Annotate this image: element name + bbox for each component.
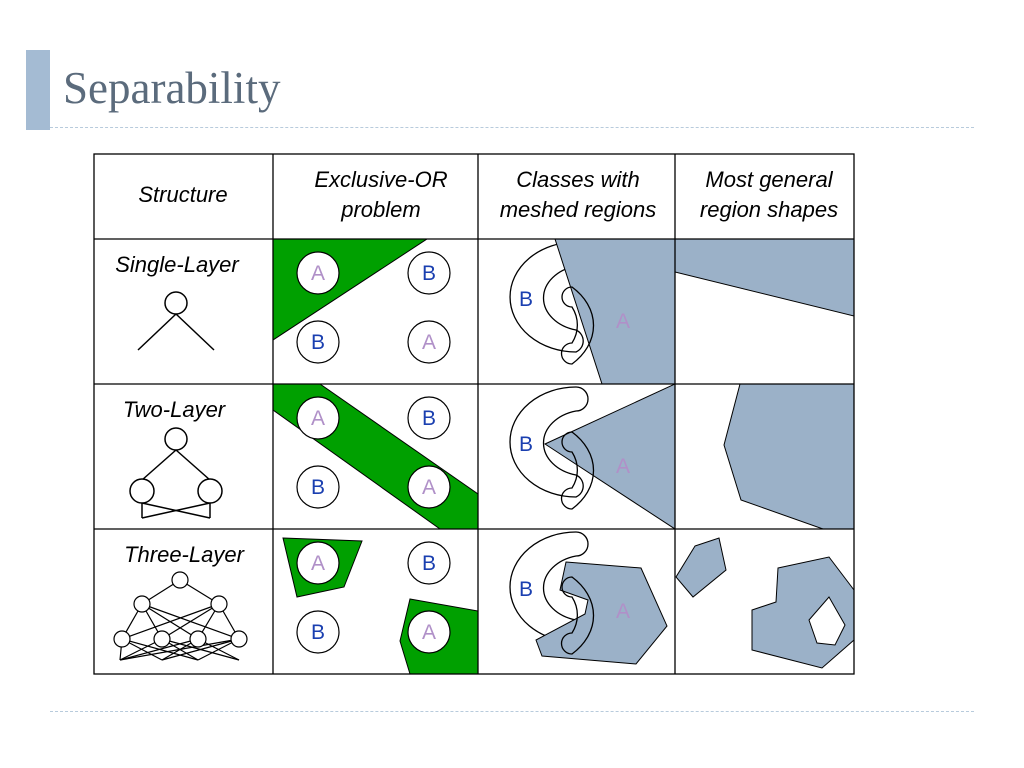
xor-point: B [407,251,451,295]
header-general-line1: Most general [705,167,833,192]
row-label-three-layer: Three-Layer [124,542,246,567]
general-region-three-layer [675,537,855,669]
header-meshed-line1: Classes with [516,167,639,192]
header-xor-line2: problem [340,197,420,222]
svg-text:B: B [311,331,325,354]
svg-text:B: B [422,407,436,430]
xor-point: B [407,541,451,585]
svg-text:B: B [519,578,533,601]
single-layer-network-icon [137,291,215,351]
svg-text:A: A [422,331,436,354]
general-region-single-layer [675,239,854,317]
xor-point: B [407,396,451,440]
svg-text:B: B [311,476,325,499]
header-general-line2: region shapes [700,197,838,222]
slide-title: Separability [63,63,281,113]
meshed-region-two-layer: B A [509,384,675,529]
svg-text:B: B [519,433,533,456]
xor-point: B [296,465,340,509]
xor-point: A [407,465,451,509]
xor-point: A [296,251,340,295]
svg-text:B: B [422,552,436,575]
xor-point: B [296,320,340,364]
xor-point: A [407,610,451,654]
svg-text:A: A [422,476,436,499]
header-structure: Structure [138,182,227,207]
svg-text:A: A [616,310,630,333]
svg-text:A: A [311,407,325,430]
three-layer-network-icon [113,571,248,661]
table-grid [93,153,855,675]
svg-text:B: B [422,262,436,285]
svg-text:B: B [519,288,533,311]
xor-point: A [407,320,451,364]
footer-divider [50,711,974,712]
two-layer-network-icon [129,427,223,519]
svg-text:A: A [616,455,630,478]
xor-point: A [296,541,340,585]
xor-point: A [296,396,340,440]
row-label-two-layer: Two-Layer [123,397,227,422]
xor-point: B [296,610,340,654]
header-xor-line1: Exclusive-OR [314,167,447,192]
meshed-region-single-layer: B A [509,239,675,384]
svg-text:A: A [311,552,325,575]
svg-text:A: A [616,600,630,623]
svg-text:A: A [311,262,325,285]
general-region-two-layer [723,384,854,529]
xor-region-single-layer [273,239,428,341]
title-divider [50,127,974,128]
row-label-single-layer: Single-Layer [115,252,240,277]
meshed-region-three-layer: B A [509,531,668,665]
svg-text:B: B [311,621,325,644]
header-meshed-line2: meshed regions [500,197,657,222]
title-accent-bar [26,50,50,130]
svg-text:A: A [422,621,436,644]
